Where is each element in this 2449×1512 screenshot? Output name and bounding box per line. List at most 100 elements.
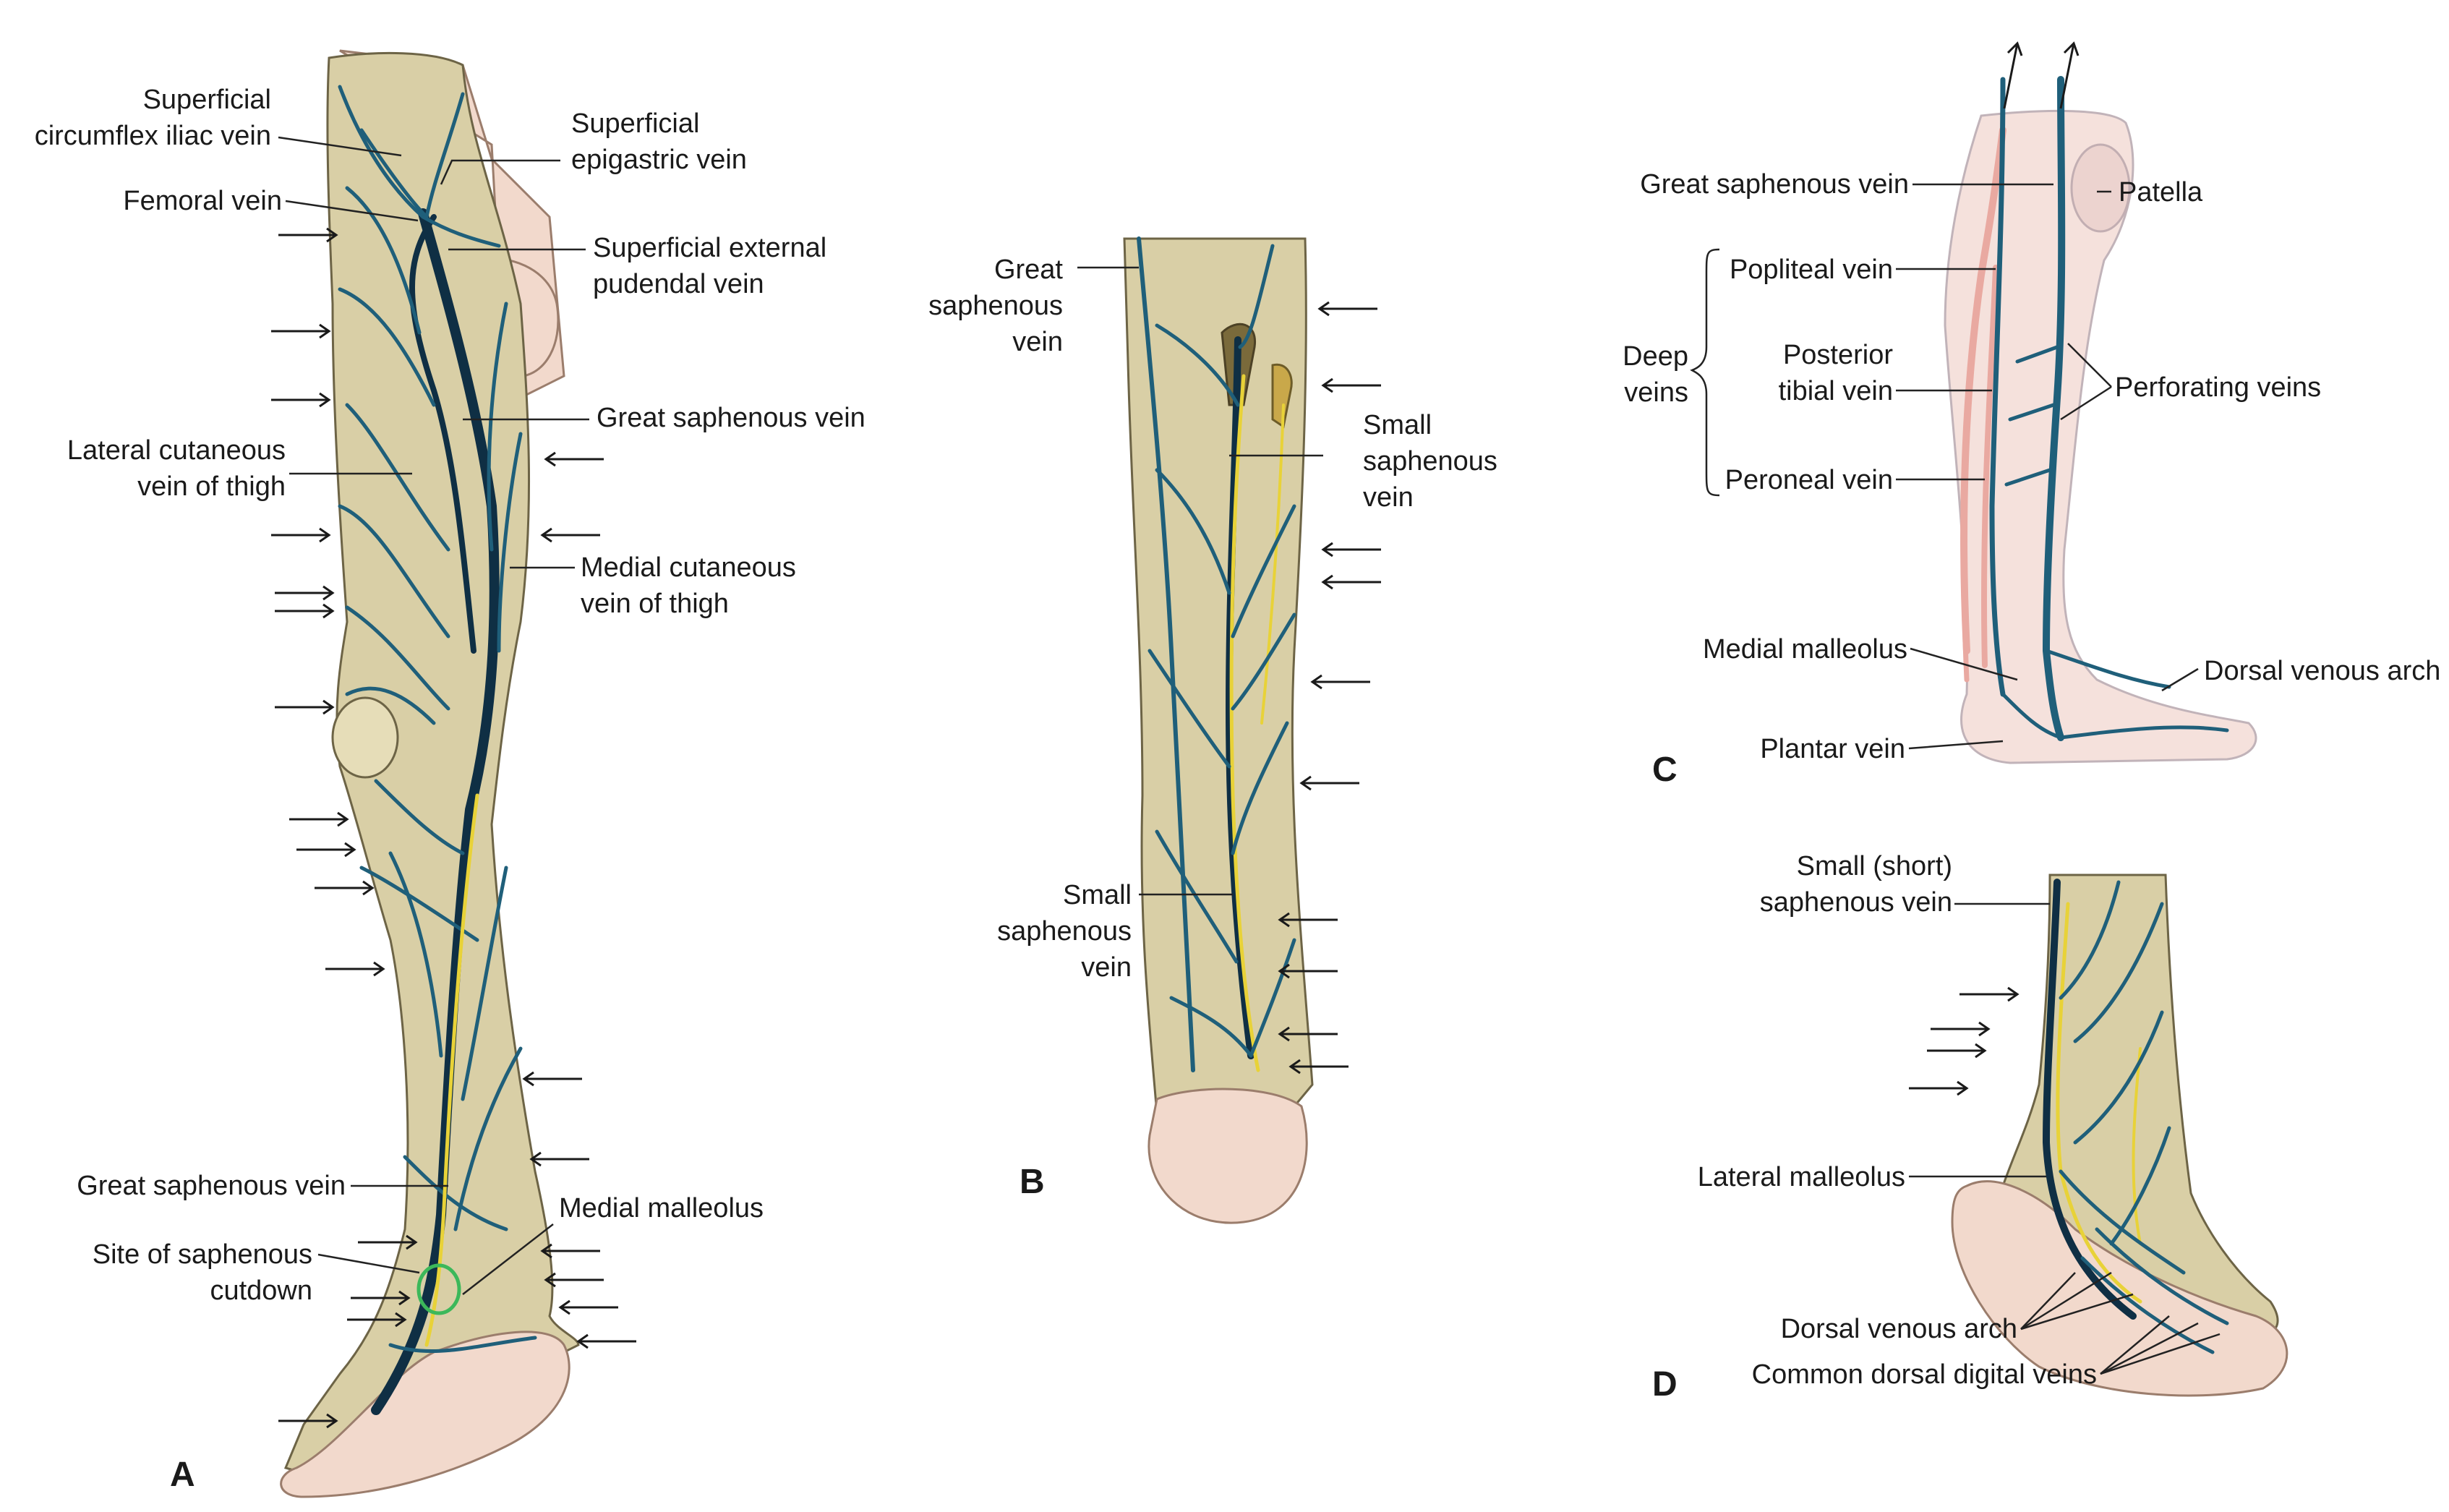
panel-a-patella xyxy=(331,696,399,779)
label-great-saphenous-lower: Great saphenous vein xyxy=(77,1171,346,1201)
arrow xyxy=(544,451,604,467)
label-femoral-vein: Femoral vein xyxy=(123,186,282,216)
arrow xyxy=(1931,1021,1991,1037)
arrow xyxy=(358,1234,418,1250)
panel-a: Superficial circumflex iliac vein Superf… xyxy=(35,49,866,1498)
panel-d-arrows xyxy=(1909,986,2020,1096)
arrow xyxy=(275,699,335,715)
arrow xyxy=(271,527,331,543)
panel-d-vein-network xyxy=(2059,880,2229,1354)
panel-a-arrows xyxy=(271,227,636,1429)
arrow xyxy=(347,1312,407,1328)
label-c-plantar: Plantar vein xyxy=(1760,734,1905,764)
arrow xyxy=(540,1243,600,1259)
panel-a-saphenous-branch xyxy=(409,214,476,654)
panel-d-letter: D xyxy=(1652,1365,1677,1404)
label-superficial-epigastric-2: epigastric vein xyxy=(571,145,747,175)
arrow xyxy=(1317,301,1377,317)
label-d-small-short-1: Small (short) xyxy=(1797,851,1952,881)
label-great-saphenous-upper: Great saphenous vein xyxy=(597,403,866,433)
panel-b-small-opening xyxy=(1271,363,1293,429)
label-lateral-cutaneous-2: vein of thigh xyxy=(137,471,286,502)
panel-c: Great saphenous vein Patella Popliteal v… xyxy=(1623,41,2440,789)
panel-b-vein-network xyxy=(1147,244,1296,1058)
panel-c-perforating-veins xyxy=(2001,345,2229,740)
label-superficial-circumflex-iliac-1: Superficial xyxy=(143,85,271,115)
arrow xyxy=(1288,1059,1349,1075)
arrow xyxy=(315,880,375,896)
arrow xyxy=(1321,574,1381,590)
panel-a-leaders xyxy=(278,136,589,1295)
panel-c-posterior-tibial-vein xyxy=(1981,265,1999,668)
arrow xyxy=(1299,775,1359,791)
arrow xyxy=(1310,674,1370,690)
arrow xyxy=(540,527,600,543)
label-medial-cutaneous-2: vein of thigh xyxy=(581,589,729,619)
label-d-lateral-malleolus: Lateral malleolus xyxy=(1698,1162,1905,1192)
arrow xyxy=(1278,963,1338,979)
label-superficial-circumflex-iliac-2: circumflex iliac vein xyxy=(35,121,271,151)
panel-c-letter: C xyxy=(1652,751,1677,789)
panel-c-peroneal-vein xyxy=(1961,272,1984,683)
panel-d-small-saphenous-vein xyxy=(2042,879,2137,1320)
panel-d-sural-nerve xyxy=(2056,902,2142,1304)
label-b-small-saphenous-l-2: saphenous xyxy=(997,916,1132,947)
arrow xyxy=(544,1272,604,1288)
arrow xyxy=(1321,377,1381,393)
label-c-dorsal-arch: Dorsal venous arch xyxy=(2204,656,2440,686)
label-c-deep-1: Deep xyxy=(1623,341,1688,372)
panel-b-nerve-2 xyxy=(1260,403,1285,725)
label-cutdown-2: cutdown xyxy=(210,1276,312,1306)
label-c-popliteal: Popliteal vein xyxy=(1730,255,1893,285)
label-d-common-digital: Common dorsal digital veins xyxy=(1752,1359,2097,1390)
panel-d-nerve-2 xyxy=(2132,1047,2142,1245)
label-cutdown-1: Site of saphenous xyxy=(93,1239,312,1270)
arrow xyxy=(271,323,331,339)
label-superficial-epigastric-1: Superficial xyxy=(571,108,699,139)
label-d-small-short-2: saphenous vein xyxy=(1760,887,1952,918)
panel-b-letter: B xyxy=(1020,1163,1045,1201)
panel-a-great-saphenous-vein xyxy=(371,208,500,1415)
arrow xyxy=(278,227,338,243)
arrow xyxy=(271,392,331,408)
arrow xyxy=(275,585,335,601)
panel-d-foot xyxy=(1951,1180,2288,1397)
panel-b: Great saphenous vein Small saphenous vei… xyxy=(928,236,1497,1224)
label-c-deep-2: veins xyxy=(1624,377,1688,408)
arrow-up xyxy=(2059,41,2080,109)
panel-b-small-saphenous-vein xyxy=(1225,336,1255,1059)
arrow xyxy=(325,961,385,977)
panel-b-leaders xyxy=(1077,266,1323,896)
label-medial-malleolus-a: Medial malleolus xyxy=(559,1193,764,1223)
label-c-posterior-tibial-2: tibial vein xyxy=(1779,376,1893,406)
label-b-small-saphenous-l-1: Small xyxy=(1063,880,1132,910)
label-d-dorsal-arch: Dorsal venous arch xyxy=(1781,1314,2017,1344)
label-superficial-external-pudendal-2: pudendal vein xyxy=(593,269,764,299)
label-c-peroneal: Peroneal vein xyxy=(1725,465,1893,495)
panel-a-cutdown-circle xyxy=(416,1263,461,1315)
label-superficial-external-pudendal-1: Superficial external xyxy=(593,233,826,263)
label-c-patella: Patella xyxy=(2119,177,2203,208)
panel-a-leg xyxy=(283,51,580,1477)
label-b-great-saphenous-3: vein xyxy=(1012,327,1063,357)
panel-a-foot xyxy=(280,1331,570,1498)
panel-b-sural-nerve xyxy=(1229,374,1260,1072)
arrow xyxy=(278,1413,338,1429)
label-b-small-saphenous-r-2: saphenous xyxy=(1363,446,1497,477)
arrow xyxy=(1278,912,1338,928)
label-b-great-saphenous-2: saphenous xyxy=(928,291,1063,321)
panel-c-vein-2 xyxy=(1989,77,2006,697)
label-c-medial-malleolus: Medial malleolus xyxy=(1703,634,1907,665)
panel-b-arrows xyxy=(1278,301,1381,1075)
label-b-great-saphenous-1: Great xyxy=(994,255,1063,285)
panel-a-saphenous-nerve xyxy=(424,793,479,1347)
arrow xyxy=(351,1290,411,1306)
panel-d: Small (short) saphenous vein Lateral mal… xyxy=(1652,851,2288,1404)
label-b-small-saphenous-l-3: vein xyxy=(1081,952,1132,983)
arrow xyxy=(289,811,349,827)
panel-c-arrows xyxy=(2003,41,2080,109)
panel-b-great-saphenous-vein xyxy=(1137,236,1195,1072)
arrow xyxy=(1278,1026,1338,1042)
panel-d-leaders xyxy=(1909,902,2221,1375)
